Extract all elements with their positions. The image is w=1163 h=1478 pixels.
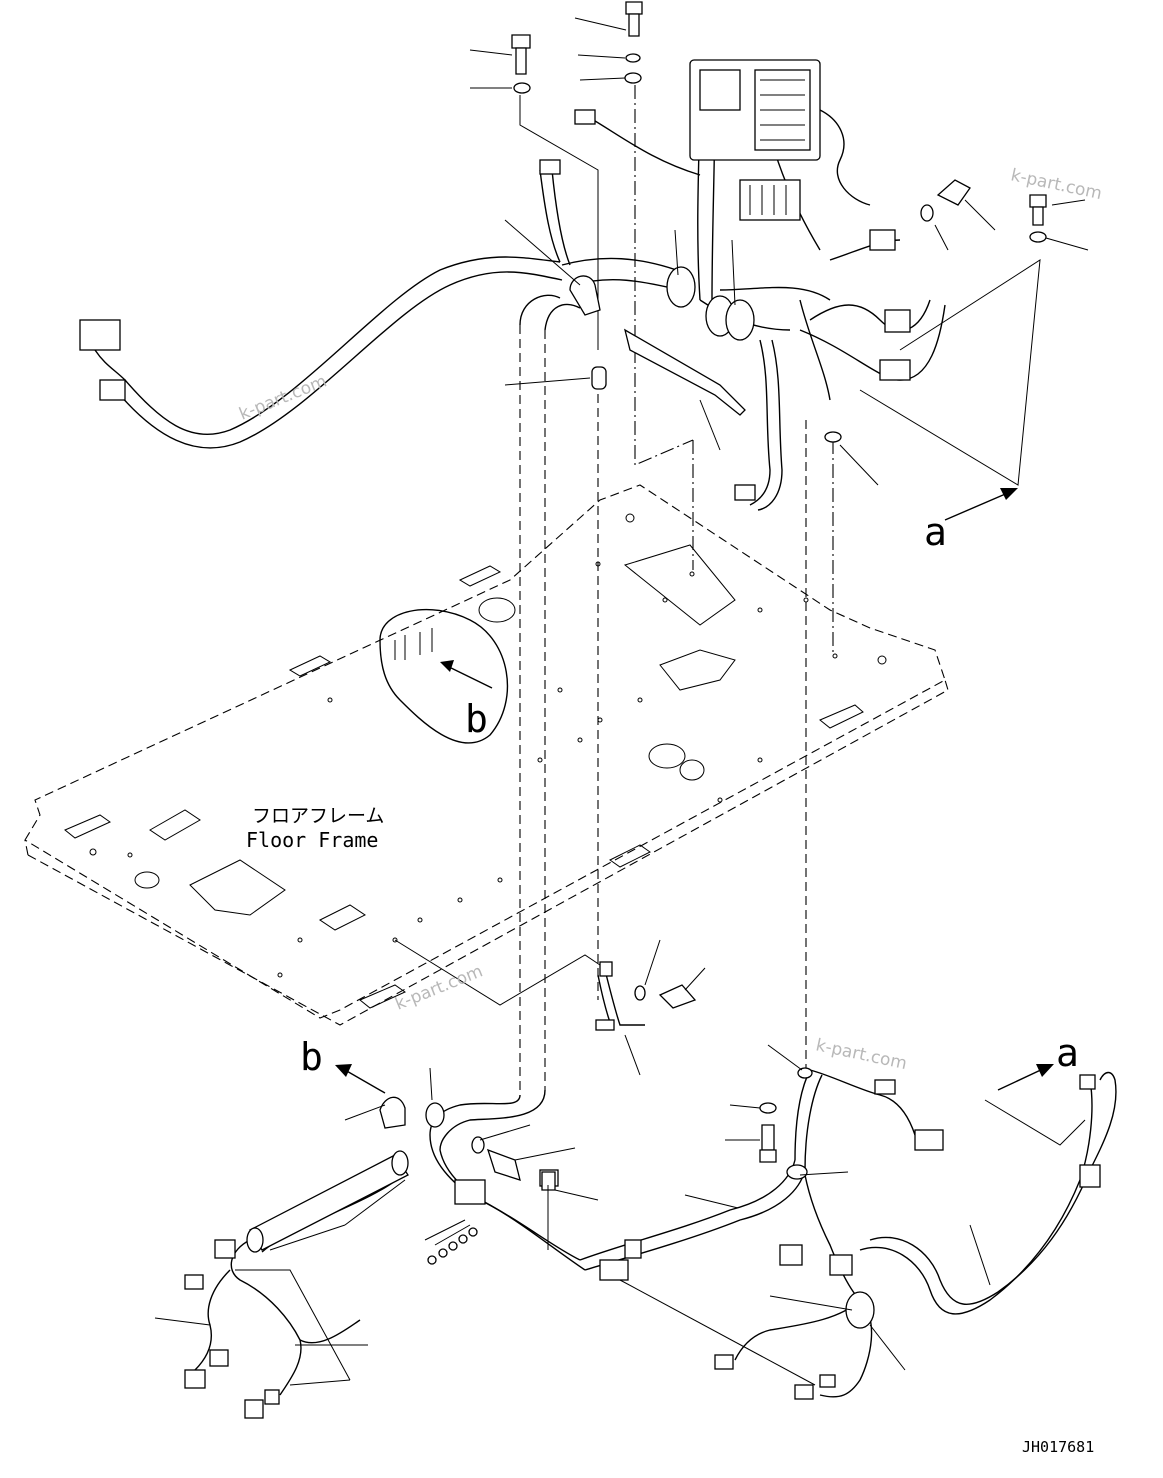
leader-lines-lower xyxy=(154,939,1086,1386)
floor-frame-label-ja: フロアフレーム xyxy=(252,805,384,827)
detail-b-bubble xyxy=(379,608,509,744)
view-a-label-top: a xyxy=(924,510,947,554)
upper-harness xyxy=(79,1,1047,511)
view-b-label-bottom: b xyxy=(300,1035,323,1079)
leader-lines-upper xyxy=(469,17,1089,486)
vertical-harness-run xyxy=(519,85,834,1095)
watermark-4: k-part.com xyxy=(814,1035,909,1074)
floor-frame xyxy=(24,484,949,1026)
floor-frame-holes xyxy=(89,513,887,978)
top-bolts xyxy=(511,1,1047,443)
view-a-arrow-top xyxy=(944,488,1018,521)
view-a-label-bottom: a xyxy=(1056,1031,1079,1075)
ring-terminals xyxy=(424,1219,478,1265)
floor-frame-label-en: Floor Frame xyxy=(246,828,378,852)
view-a-arrow-bottom xyxy=(997,1064,1054,1091)
drawing-number: JH017681 xyxy=(1022,1438,1094,1456)
lower-harness xyxy=(184,961,1117,1419)
view-b-label-top: b xyxy=(465,697,488,741)
view-b-arrow-bottom xyxy=(335,1064,386,1094)
watermark-1: k-part.com xyxy=(1009,165,1104,204)
